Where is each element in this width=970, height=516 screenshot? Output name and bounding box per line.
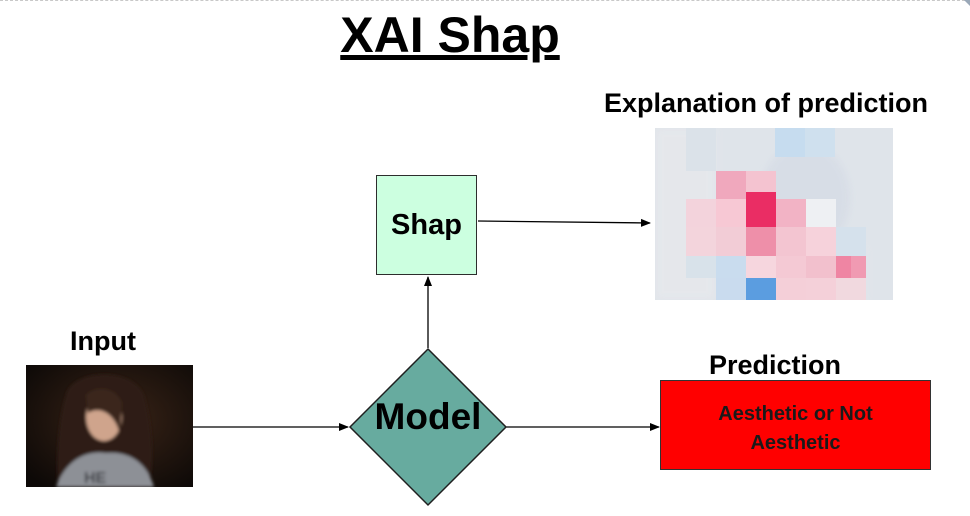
top-border <box>0 0 970 1</box>
diagram-title: XAI Shap <box>340 7 560 63</box>
prediction-label: Prediction <box>709 350 842 380</box>
prediction-node: Aesthetic or Not Aesthetic <box>660 380 931 470</box>
svg-text:HE: HE <box>84 470 107 487</box>
shap-node-label: Shap <box>391 208 462 241</box>
model-node-label: Model <box>374 396 482 437</box>
explanation-label: Explanation of prediction <box>604 88 929 118</box>
input-label: Input <box>70 326 136 356</box>
shap-node: Shap <box>376 175 477 275</box>
prediction-text-line-2: Aesthetic <box>750 432 841 454</box>
corner-marker-icon <box>964 0 970 6</box>
shap-explanation-image <box>655 128 893 300</box>
input-image: HE <box>26 365 193 487</box>
model-diamond <box>348 347 508 507</box>
prediction-text-line-1: Aesthetic or Not <box>718 403 873 425</box>
